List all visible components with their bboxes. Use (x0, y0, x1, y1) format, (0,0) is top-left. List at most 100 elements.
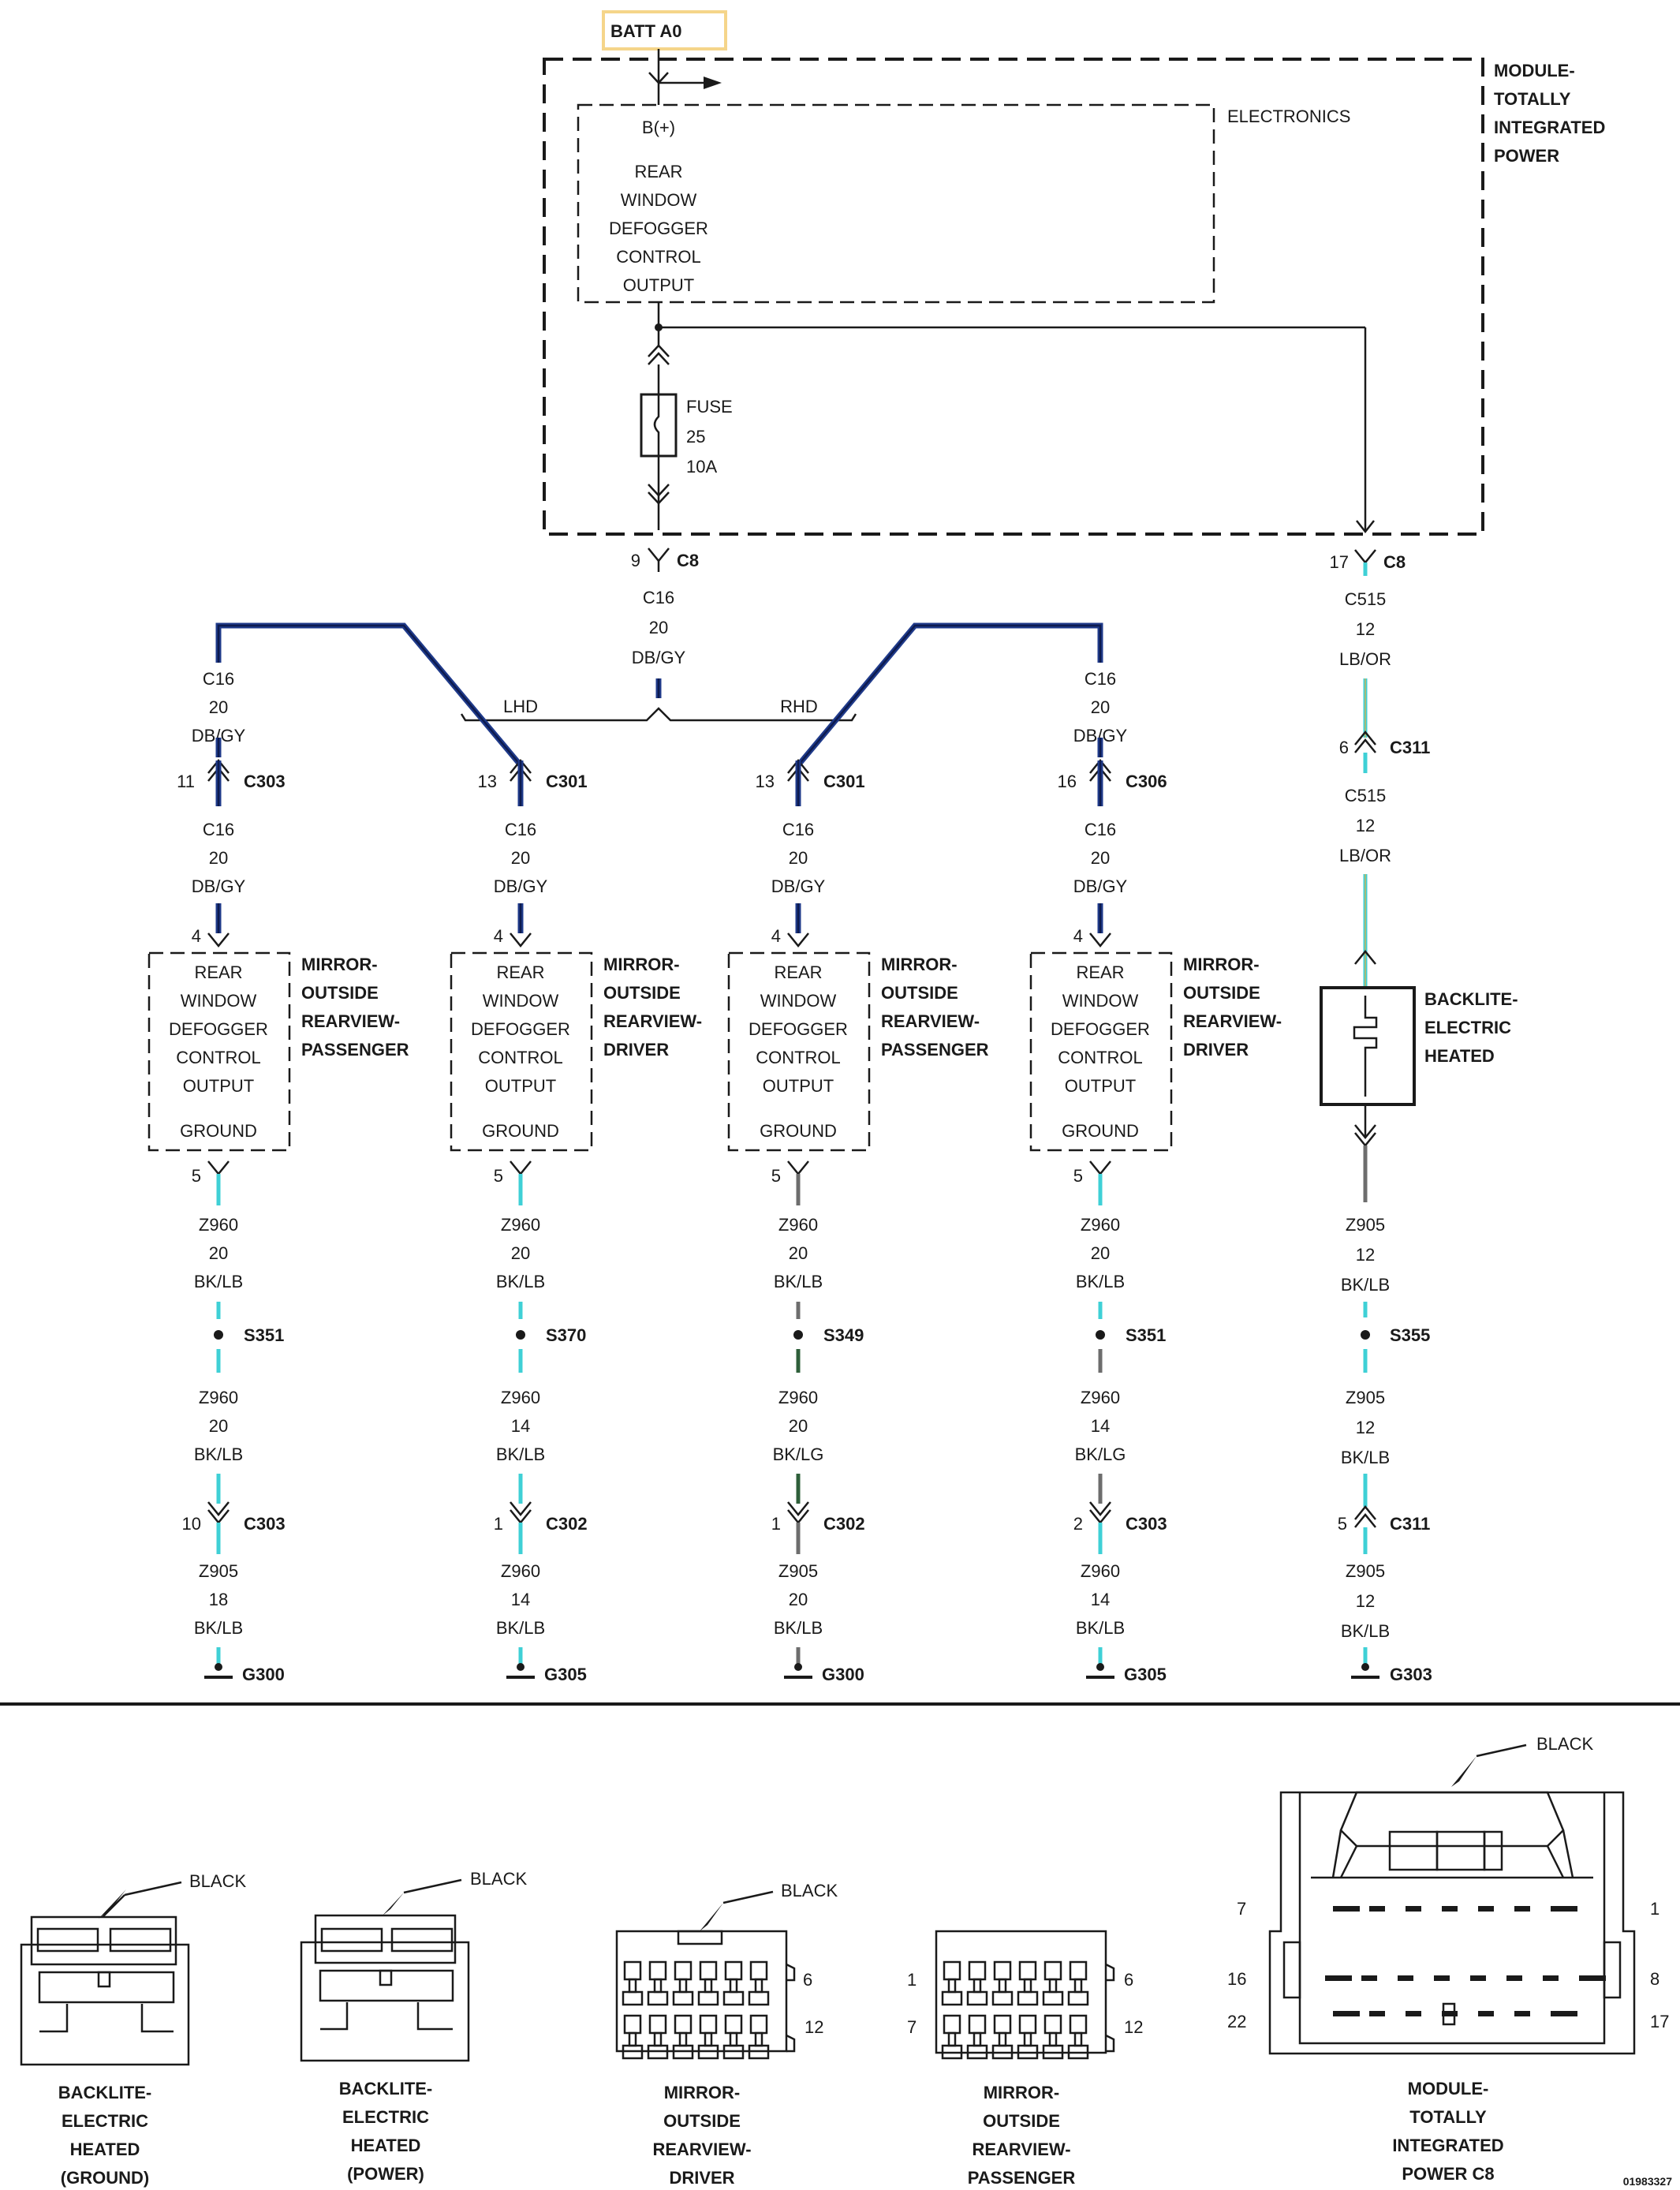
main-pin: 9 (631, 551, 640, 570)
conn-name-3-1: MIRROR- (664, 2083, 741, 2102)
conn-pin-4-d: 12 (1124, 2017, 1143, 2037)
column-3-name-4: PASSENGER (881, 1040, 989, 1059)
column-1-name-3: REARVIEW- (301, 1011, 400, 1031)
column-1-top-wire-2: 20 (209, 697, 228, 717)
column-2-wire-3: DB/GY (494, 876, 548, 896)
column-1-name-2: OUTSIDE (301, 983, 379, 1003)
electronics-outline (577, 103, 1215, 304)
backlite-pin-mid: 6 (1339, 738, 1349, 757)
output-line-3: DEFOGGER (609, 219, 708, 238)
module-name-3: INTEGRATED (1494, 118, 1605, 137)
column-4-box-ground: GROUND (1062, 1121, 1139, 1141)
conn-pin-3-a: 6 (803, 1970, 812, 1990)
conn-color-1: BLACK (189, 1871, 246, 1891)
column-2-g1-2: 20 (511, 1243, 530, 1263)
doc-id: 01983327 (1623, 2175, 1673, 2188)
lhd-label: LHD (503, 697, 538, 716)
column-1-g1-2: 20 (209, 1243, 228, 1263)
backlite-g1-3: BK/LB (1341, 1275, 1390, 1295)
column-4-g3-2: 14 (1091, 1590, 1110, 1609)
column-4-name-3: REARVIEW- (1183, 1011, 1282, 1031)
column-1-in-pin: 4 (192, 926, 201, 946)
column-3-g2-3: BK/LG (773, 1444, 824, 1464)
column-3-g2-1: Z960 (778, 1388, 818, 1407)
column-3-box-3: DEFOGGER (749, 1019, 848, 1039)
module-tipm: BATT A0 MODULE- TOTALLY INTEGRATED POWER… (543, 10, 1605, 536)
output-line-1: REAR (634, 162, 682, 181)
module-name-2: TOTALLY (1494, 89, 1571, 109)
column-3-g1-1: Z960 (778, 1215, 818, 1235)
backlite-conn-top: C8 (1383, 552, 1406, 572)
column-3-out-pin: 5 (771, 1166, 781, 1186)
column-3-wire-2: 20 (789, 848, 808, 868)
column-3-name-1: MIRROR- (881, 955, 958, 974)
column-3-ground: G300 (822, 1665, 864, 1684)
output-line-2: WINDOW (621, 190, 697, 210)
connector-mirror-driver: BLACK 6 12 MIRROR- OUTSIDE REARVIEW- DRI… (615, 1881, 838, 2188)
column-1-low-pin: 10 (182, 1514, 201, 1534)
column-3-inline-pin: 13 (756, 772, 775, 791)
backlite-wire1-1: C515 (1345, 589, 1387, 609)
conn-pin-4-a: 1 (907, 1970, 917, 1990)
column-4-g1-2: 20 (1091, 1243, 1110, 1263)
column-1-box-ground: GROUND (180, 1121, 257, 1141)
column-1-g2-3: BK/LB (194, 1444, 243, 1464)
backlite-wire1-3: LB/OR (1339, 649, 1391, 669)
column-3-in-pin: 4 (771, 926, 781, 946)
backlite-wire2-2: 12 (1356, 816, 1375, 835)
column-4-box-5: OUTPUT (1065, 1076, 1136, 1096)
column-2-wire-2: 20 (511, 848, 530, 868)
main-feed-wire: 9 C8 C16 20 DB/GY LHD RHD (215, 548, 1103, 768)
backlite-name-3: HEATED (1424, 1046, 1495, 1066)
connector-backlite-ground: BLACK BACKLITE- ELECTRIC HEATED (GROUND) (20, 1871, 246, 2188)
column-2-box-1: REAR (496, 962, 544, 982)
conn-name-5-2: TOTALLY (1409, 2107, 1487, 2127)
column-3-box-2: WINDOW (760, 991, 837, 1011)
rhd-label: RHD (780, 697, 818, 716)
conn-name-1-3: HEATED (70, 2140, 140, 2159)
column-4-low-conn: C303 (1126, 1514, 1167, 1534)
column-4-box-1: REAR (1076, 962, 1124, 982)
column-1-box-5: OUTPUT (183, 1076, 254, 1096)
column-1-g3-3: BK/LB (194, 1618, 243, 1638)
column-4-name-1: MIRROR- (1183, 955, 1260, 974)
column-4-wire-1: C16 (1085, 820, 1116, 839)
conn-name-4-1: MIRROR- (984, 2083, 1060, 2102)
column-2-g2-1: Z960 (501, 1388, 540, 1407)
column-3-g1-2: 20 (789, 1243, 808, 1263)
column-2-out-pin: 5 (494, 1166, 503, 1186)
column-3-name-2: OUTSIDE (881, 983, 958, 1003)
column-4-splice: S351 (1126, 1325, 1166, 1345)
column-2-g3-3: BK/LB (496, 1618, 545, 1638)
column-4-box-2: WINDOW (1062, 991, 1139, 1011)
column-1-splice: S351 (244, 1325, 284, 1345)
column-4-inline-conn: C306 (1126, 772, 1167, 791)
column-4-inline-pin: 16 (1058, 772, 1077, 791)
column-4-name-2: OUTSIDE (1183, 983, 1260, 1003)
column-2-inline-conn: C301 (546, 772, 588, 791)
column-2-low-conn: C302 (546, 1514, 588, 1534)
backlite-g3-1: Z905 (1346, 1561, 1385, 1581)
column-1-inline-conn: C303 (244, 772, 286, 791)
column-1-g2-1: Z960 (199, 1388, 238, 1407)
backlite-wire2-3: LB/OR (1339, 846, 1391, 865)
backlite-splice: S355 (1390, 1325, 1430, 1345)
fuse-label-3: 10A (686, 457, 717, 476)
column-1-inline-pin: 11 (177, 772, 195, 791)
column-4-g1-3: BK/LB (1076, 1272, 1125, 1291)
column-4-g2-1: Z960 (1081, 1388, 1120, 1407)
column-2-name-4: DRIVER (603, 1040, 669, 1059)
column-1-box-4: CONTROL (176, 1048, 261, 1067)
column-3-name-3: REARVIEW- (881, 1011, 980, 1031)
column-3-low-pin: 1 (771, 1514, 781, 1534)
main-wire-2: 20 (649, 618, 668, 637)
column-4-g2-2: 14 (1091, 1416, 1110, 1436)
conn-pin-5-b: 1 (1650, 1899, 1659, 1919)
column-1-box-2: WINDOW (181, 991, 257, 1011)
conn-name-2-4: (POWER) (347, 2164, 424, 2184)
column-4-box-3: DEFOGGER (1051, 1019, 1150, 1039)
backlite-feed: 17 C8 C515 12 LB/OR 6 C311 C515 12 LB/OR… (1320, 549, 1518, 1684)
column-4-ground: G305 (1124, 1665, 1167, 1684)
column-1-wire-1: C16 (203, 820, 234, 839)
conn-name-1-1: BACKLITE- (58, 2083, 152, 2102)
